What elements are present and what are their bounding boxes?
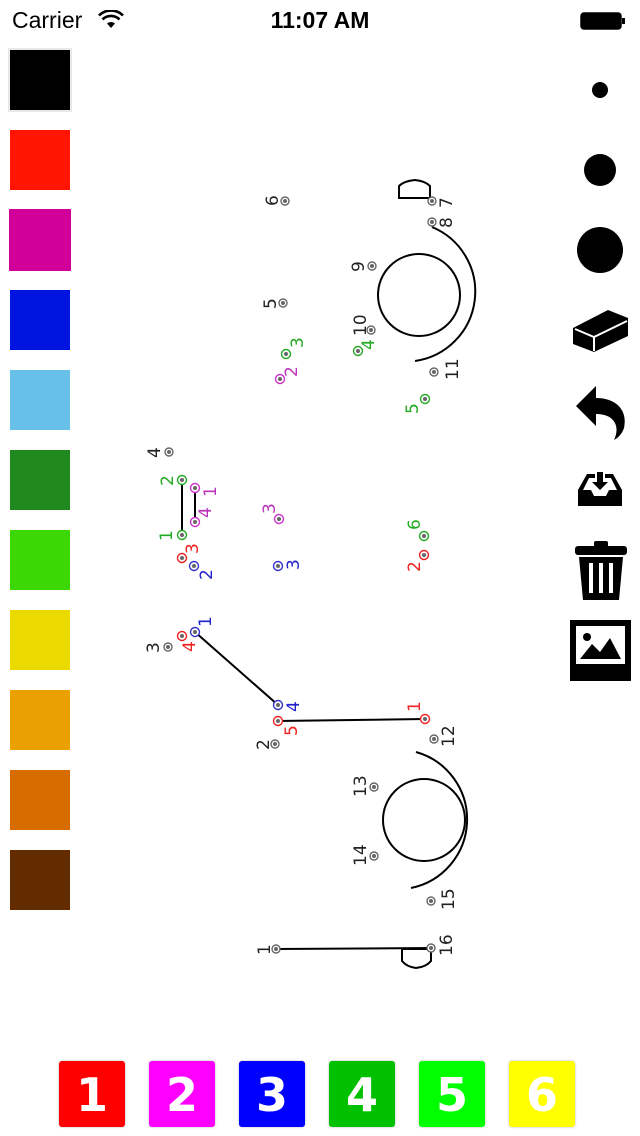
svg-text:1: 1 bbox=[157, 530, 177, 541]
svg-text:6: 6 bbox=[405, 519, 425, 530]
svg-text:2: 2 bbox=[282, 366, 302, 377]
status-bar: Carrier 11:07 AM bbox=[0, 0, 640, 40]
color-swatch-green[interactable] bbox=[10, 530, 70, 590]
svg-text:4: 4 bbox=[196, 507, 216, 518]
brush-large-icon[interactable] bbox=[574, 224, 626, 276]
svg-text:5: 5 bbox=[282, 725, 302, 736]
level-1-button[interactable]: 1 bbox=[59, 1061, 125, 1127]
color-swatch-red[interactable] bbox=[10, 130, 70, 190]
svg-text:3: 3 bbox=[260, 503, 280, 514]
svg-text:15: 15 bbox=[439, 888, 459, 910]
svg-text:5: 5 bbox=[261, 298, 281, 309]
svg-text:1: 1 bbox=[196, 616, 216, 627]
color-swatch-yellow[interactable] bbox=[10, 610, 70, 670]
level-4-button[interactable]: 4 bbox=[329, 1061, 395, 1127]
level-6-button[interactable]: 6 bbox=[509, 1061, 575, 1127]
svg-text:9: 9 bbox=[349, 261, 369, 272]
image-gallery-icon[interactable] bbox=[570, 620, 631, 681]
svg-text:4: 4 bbox=[284, 701, 304, 712]
svg-text:14: 14 bbox=[351, 844, 371, 866]
svg-text:4: 4 bbox=[180, 641, 200, 652]
trash-icon[interactable] bbox=[574, 540, 628, 602]
svg-text:3: 3 bbox=[288, 337, 308, 348]
color-swatch-light-blue[interactable] bbox=[10, 370, 70, 430]
svg-text:11: 11 bbox=[443, 358, 463, 380]
svg-text:13: 13 bbox=[351, 775, 371, 797]
level-5-button[interactable]: 5 bbox=[419, 1061, 485, 1127]
svg-text:2: 2 bbox=[254, 739, 274, 750]
svg-text:4: 4 bbox=[359, 339, 379, 350]
svg-text:1: 1 bbox=[201, 486, 221, 497]
undo-icon[interactable] bbox=[574, 384, 628, 440]
svg-text:2: 2 bbox=[158, 475, 178, 486]
battery-icon bbox=[580, 12, 625, 30]
save-to-inbox-icon[interactable] bbox=[577, 470, 623, 508]
color-swatch-orange[interactable] bbox=[10, 690, 70, 750]
svg-text:3: 3 bbox=[284, 559, 304, 570]
color-swatch-magenta[interactable] bbox=[9, 209, 71, 271]
svg-text:2: 2 bbox=[405, 561, 425, 572]
color-swatch-dark-green[interactable] bbox=[10, 450, 70, 510]
svg-text:6: 6 bbox=[263, 195, 283, 206]
svg-text:3: 3 bbox=[183, 543, 203, 554]
svg-text:4: 4 bbox=[145, 447, 165, 458]
brush-medium-icon[interactable] bbox=[580, 150, 620, 190]
svg-text:8: 8 bbox=[437, 217, 457, 228]
color-swatch-black[interactable] bbox=[8, 48, 72, 112]
svg-text:3: 3 bbox=[144, 642, 164, 653]
brush-small-icon[interactable] bbox=[585, 75, 615, 105]
svg-text:1: 1 bbox=[405, 701, 425, 712]
color-swatch-dark-orange[interactable] bbox=[10, 770, 70, 830]
svg-text:2: 2 bbox=[197, 569, 217, 580]
color-swatch-blue[interactable] bbox=[10, 290, 70, 350]
svg-text:12: 12 bbox=[439, 725, 459, 747]
svg-text:16: 16 bbox=[437, 934, 457, 956]
svg-text:7: 7 bbox=[437, 197, 457, 208]
color-swatch-brown[interactable] bbox=[10, 850, 70, 910]
svg-text:5: 5 bbox=[403, 403, 423, 414]
level-2-button[interactable]: 2 bbox=[149, 1061, 215, 1127]
level-3-button[interactable]: 3 bbox=[239, 1061, 305, 1127]
clock: 11:07 AM bbox=[270, 7, 370, 33]
drawing-canvas[interactable]: 1 2 3 4 5 6 7 8 9 10 11 12 13 14 15 16 1… bbox=[90, 40, 560, 1050]
wifi-icon bbox=[98, 10, 124, 28]
svg-text:1: 1 bbox=[255, 944, 275, 955]
svg-text:10: 10 bbox=[351, 314, 371, 336]
eraser-icon[interactable] bbox=[570, 306, 630, 354]
carrier-label: Carrier bbox=[12, 7, 83, 33]
